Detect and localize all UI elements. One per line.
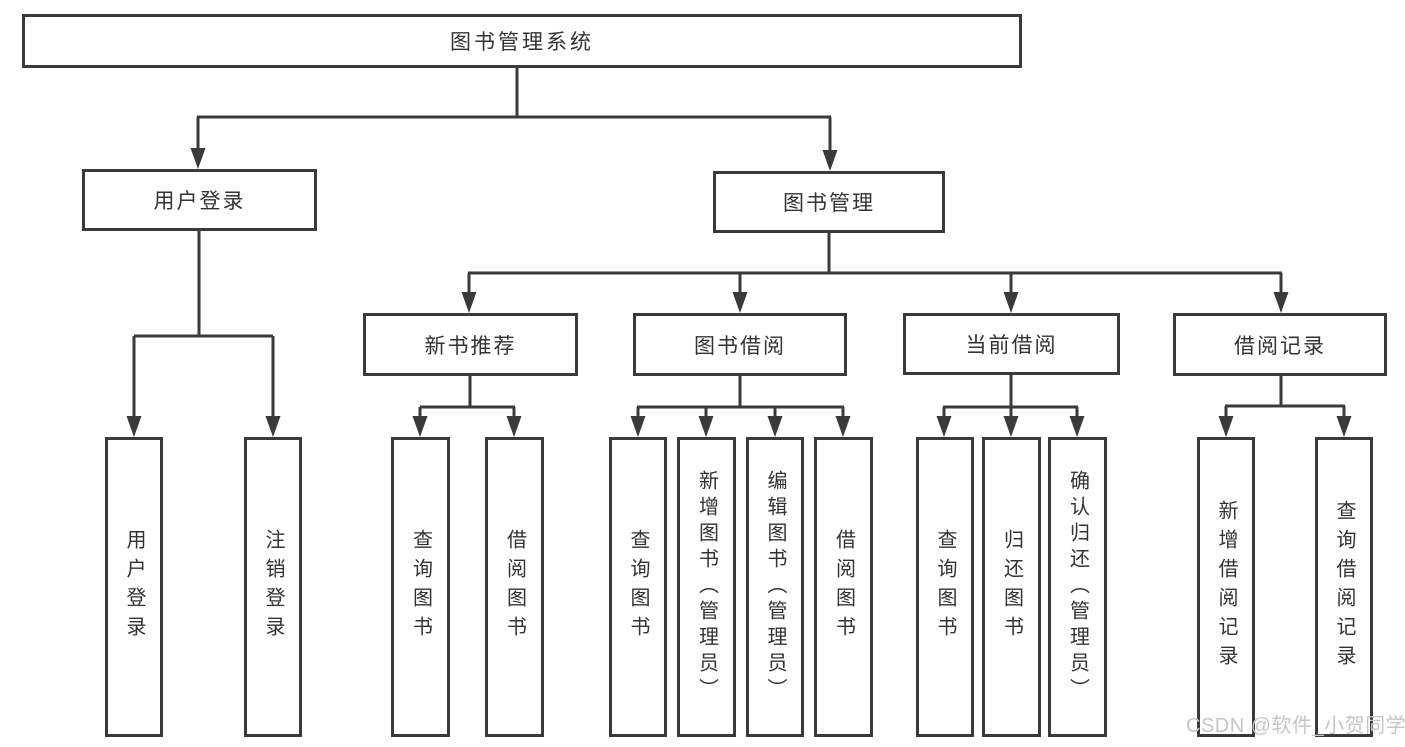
leaf-query-books-newbook: 查询图书 <box>391 437 450 737</box>
leaf-borrow-books: 借阅图书 <box>814 437 873 737</box>
leaf-return-books: 归还图书 <box>982 437 1041 737</box>
node-label: 查询图书 <box>934 529 956 645</box>
leaf-query-books-borrow: 查询图书 <box>609 437 667 737</box>
node-label: 用户登录 <box>123 529 145 645</box>
node-label: 图书管理系统 <box>450 31 594 54</box>
node-label: 查询图书 <box>627 529 649 645</box>
node-label: 新书推荐 <box>424 334 517 358</box>
node-label: 借阅图书 <box>832 529 855 645</box>
node-label: 图书管理 <box>783 192 875 215</box>
node-label: 新增图书（管理员） <box>695 470 718 704</box>
node-label: 编辑图书（管理员） <box>764 470 786 704</box>
node-current-borrowing: 当前借阅 <box>903 313 1120 375</box>
leaf-query-books-current: 查询图书 <box>916 437 974 737</box>
node-label: 借阅图书 <box>503 529 526 645</box>
node-label: 新增借阅记录 <box>1215 500 1237 674</box>
node-book-borrowing: 图书借阅 <box>633 313 847 376</box>
node-user-login: 用户登录 <box>82 169 317 231</box>
node-borrowing-records: 借阅记录 <box>1173 313 1387 376</box>
leaf-edit-books-admin: 编辑图书（管理员） <box>746 437 804 737</box>
node-label: 注销登录 <box>262 529 284 645</box>
leaf-confirm-return-admin: 确认归还（管理员） <box>1048 437 1107 737</box>
leaf-logout: 注销登录 <box>244 437 302 737</box>
leaf-query-borrow-record: 查询借阅记录 <box>1315 437 1373 737</box>
node-library-management-system: 图书管理系统 <box>22 14 1022 68</box>
node-label: 图书借阅 <box>694 334 786 358</box>
node-label: 当前借阅 <box>965 334 1058 357</box>
node-label: 借阅记录 <box>1234 334 1326 358</box>
node-label: 用户登录 <box>153 190 246 213</box>
leaf-borrow-books-newbook: 借阅图书 <box>485 437 544 737</box>
node-label: 确认归还（管理员） <box>1066 470 1089 704</box>
leaf-add-borrow-record: 新增借阅记录 <box>1197 437 1255 737</box>
node-book-management: 图书管理 <box>713 171 945 233</box>
leaf-add-books-admin: 新增图书（管理员） <box>677 437 736 737</box>
node-new-book-recommendation: 新书推荐 <box>363 313 578 376</box>
node-label: 查询借阅记录 <box>1333 500 1355 674</box>
node-label: 归还图书 <box>1000 529 1023 645</box>
csdn-watermark: CSDN @软件_小贺同学 <box>1186 715 1405 737</box>
node-label: 查询图书 <box>409 529 432 645</box>
leaf-user-login: 用户登录 <box>105 437 163 737</box>
